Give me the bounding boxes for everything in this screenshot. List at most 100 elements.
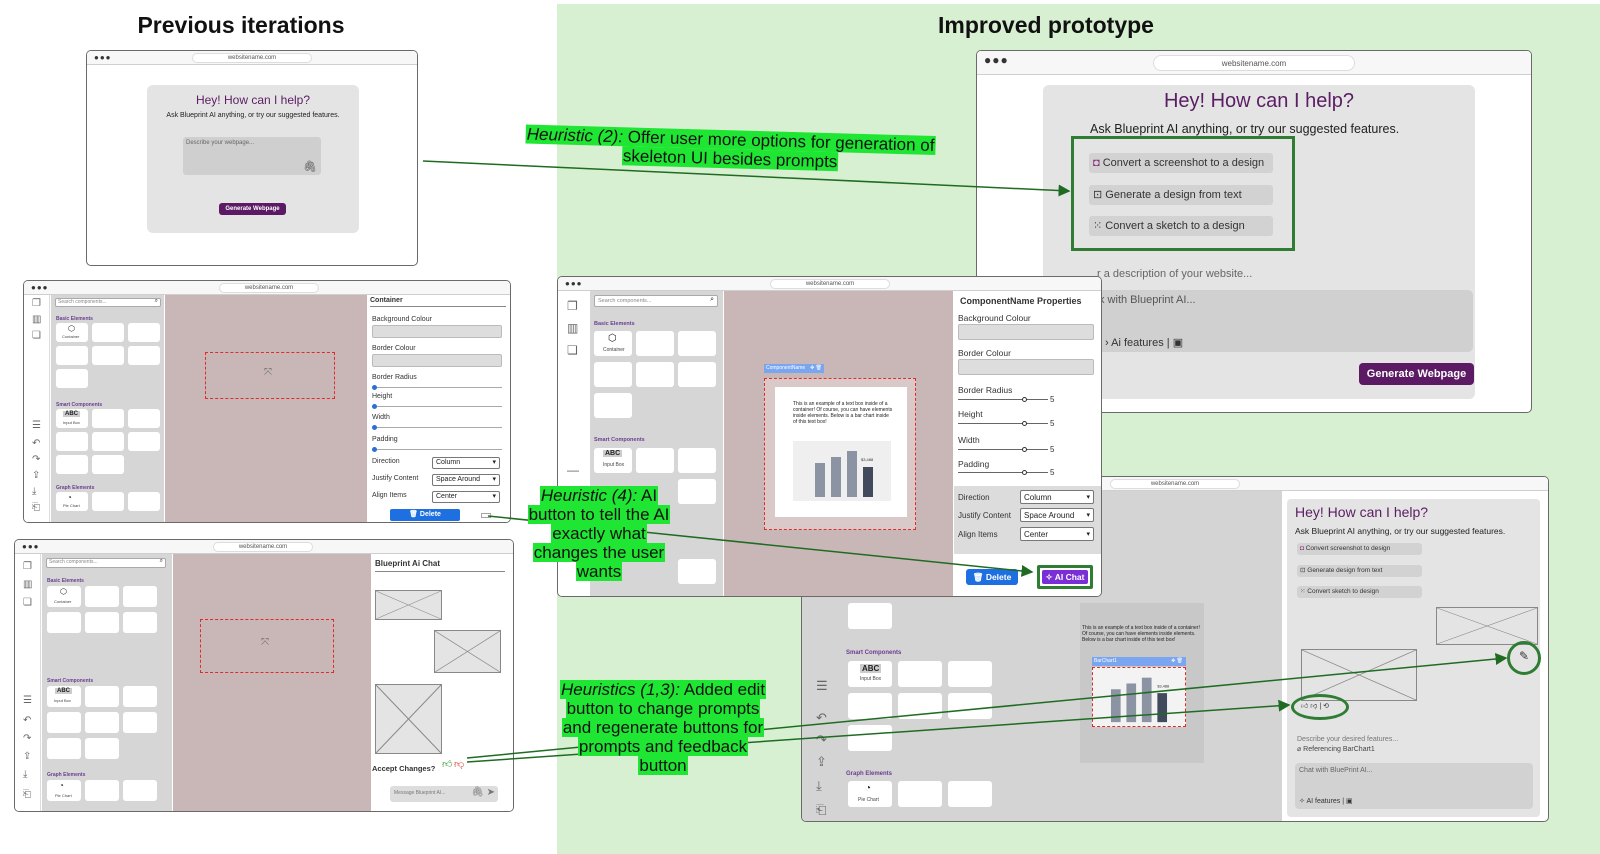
layers-icon[interactable]: ❏: [32, 330, 41, 341]
tile[interactable]: [47, 712, 81, 733]
border-radius-slider[interactable]: [958, 397, 1048, 402]
new-generate-button[interactable]: Generate Webpage: [1359, 363, 1474, 385]
width-slider[interactable]: [372, 425, 502, 430]
feature-screenshot[interactable]: ◘ Convert screenshot to design: [1297, 543, 1422, 555]
columns-icon[interactable]: ▥: [567, 321, 579, 335]
tile[interactable]: [92, 323, 124, 342]
download-icon[interactable]: ⤓: [23, 769, 28, 780]
justify-select[interactable]: Space Around: [1020, 508, 1094, 522]
align-select[interactable]: Center: [1020, 527, 1094, 541]
tile[interactable]: [92, 432, 124, 451]
search-input[interactable]: Search components... ⌕: [594, 295, 718, 307]
tile-container[interactable]: ⬡Container: [47, 586, 81, 607]
tile[interactable]: [85, 586, 119, 607]
tile[interactable]: [128, 492, 160, 511]
tile[interactable]: [678, 362, 716, 387]
upload-icon[interactable]: ⇪: [32, 470, 41, 481]
feature-sketch[interactable]: ⁙ Convert a sketch to a design: [1089, 216, 1273, 236]
new-chat-input[interactable]: Chat with BluePrint AI... ✧ AI features …: [1295, 763, 1533, 809]
layers-icon[interactable]: ❏: [23, 597, 32, 608]
redo-icon[interactable]: ↷: [816, 732, 827, 747]
menu-icon[interactable]: —: [567, 463, 579, 477]
tile[interactable]: [123, 612, 157, 633]
tile[interactable]: [848, 725, 892, 751]
feature-text[interactable]: ⊡ Generate design from text: [1297, 565, 1422, 577]
height-slider[interactable]: [372, 404, 502, 409]
redo-icon[interactable]: ↷: [32, 454, 41, 465]
tile[interactable]: [898, 781, 942, 807]
tile[interactable]: [85, 712, 119, 733]
textbox[interactable]: This is an example of a text box inside …: [775, 387, 907, 517]
ai-chat-button[interactable]: ✧ AI Chat: [1042, 570, 1088, 584]
tile[interactable]: [85, 780, 119, 801]
tile[interactable]: [636, 362, 674, 387]
tile-pie-chart[interactable]: ◔Pie Chart: [47, 780, 81, 801]
tile[interactable]: [636, 448, 674, 473]
barchart-tag[interactable]: BarChart1✥ 🗑: [1092, 657, 1186, 666]
tile[interactable]: [128, 432, 160, 451]
upload-icon[interactable]: ⇪: [816, 754, 827, 769]
paperclip-icon[interactable]: 🖇: [471, 787, 484, 798]
tile[interactable]: [123, 712, 157, 733]
menu-icon[interactable]: ☰: [32, 420, 41, 431]
undo-icon[interactable]: ↶: [23, 715, 32, 726]
download-icon[interactable]: ⤓: [32, 486, 37, 497]
old-delete-button[interactable]: 🗑 Delete: [390, 509, 460, 521]
send-icon[interactable]: ➤: [486, 787, 495, 798]
message-input[interactable]: Message Blueprint AI... 🖇 ➤: [390, 786, 498, 802]
feature-text[interactable]: ⊡ Generate a design from text: [1089, 185, 1273, 205]
tile[interactable]: [948, 661, 992, 687]
upload-icon[interactable]: ⇪: [23, 751, 32, 762]
tile[interactable]: [898, 661, 942, 687]
tile[interactable]: [678, 448, 716, 473]
export-icon[interactable]: ⎗: [32, 502, 40, 513]
thumbs-down-icon[interactable]: 👎︎: [454, 759, 465, 770]
tile[interactable]: [123, 686, 157, 707]
tile[interactable]: [948, 693, 992, 719]
tile[interactable]: [128, 323, 160, 342]
columns-icon[interactable]: ▥: [23, 579, 33, 590]
undo-icon[interactable]: ↶: [816, 710, 827, 725]
tile[interactable]: [56, 432, 88, 451]
background-field[interactable]: [958, 324, 1094, 340]
tile[interactable]: [848, 603, 892, 629]
thumbs-up-icon[interactable]: 👍︎: [442, 759, 453, 770]
tile[interactable]: [85, 612, 119, 633]
selected-container[interactable]: ⤧: [205, 352, 335, 399]
pages-icon[interactable]: ❐: [32, 298, 41, 309]
border-colour-field[interactable]: [372, 354, 502, 367]
background-field[interactable]: [372, 325, 502, 338]
new-chat-input[interactable]: k with Blueprint AI... › Ai features | ▣: [1089, 290, 1473, 352]
tile-container[interactable]: ⬡Container: [56, 323, 88, 342]
export-icon[interactable]: ⎗: [816, 802, 827, 817]
export-icon[interactable]: ⎗: [23, 789, 31, 800]
new-canvas[interactable]: ComponentName✥ 🗑 This is an example of a…: [724, 291, 953, 596]
selected-component[interactable]: This is an example of a text box inside …: [764, 378, 916, 530]
search-input[interactable]: Search components... ⌕: [55, 298, 161, 307]
tile-container[interactable]: ⬡Container: [594, 331, 632, 356]
tile-pie-chart[interactable]: ◔Pie Chart: [56, 492, 88, 511]
direction-select[interactable]: Column: [1020, 490, 1094, 504]
tile[interactable]: [92, 492, 124, 511]
justify-select[interactable]: Space Around: [432, 474, 500, 486]
tile[interactable]: [92, 409, 124, 428]
ai-features-button[interactable]: › Ai features | ▣: [1105, 337, 1184, 349]
tile[interactable]: [948, 781, 992, 807]
menu-icon[interactable]: ☰: [23, 695, 32, 706]
tile[interactable]: [56, 369, 88, 388]
paperclip-icon[interactable]: 🖇: [303, 161, 317, 173]
component-tag[interactable]: ComponentName✥ 🗑: [764, 364, 824, 373]
tile[interactable]: [56, 455, 88, 474]
old-canvas[interactable]: ⤧: [173, 554, 371, 811]
border-colour-field[interactable]: [958, 359, 1094, 375]
undo-icon[interactable]: ↶: [32, 438, 41, 449]
tile[interactable]: [92, 346, 124, 365]
tile[interactable]: [678, 479, 716, 504]
feature-screenshot[interactable]: ◘ Convert a screenshot to a design: [1089, 153, 1273, 173]
tile[interactable]: [123, 586, 157, 607]
tile[interactable]: [128, 346, 160, 365]
tile[interactable]: [92, 455, 124, 474]
